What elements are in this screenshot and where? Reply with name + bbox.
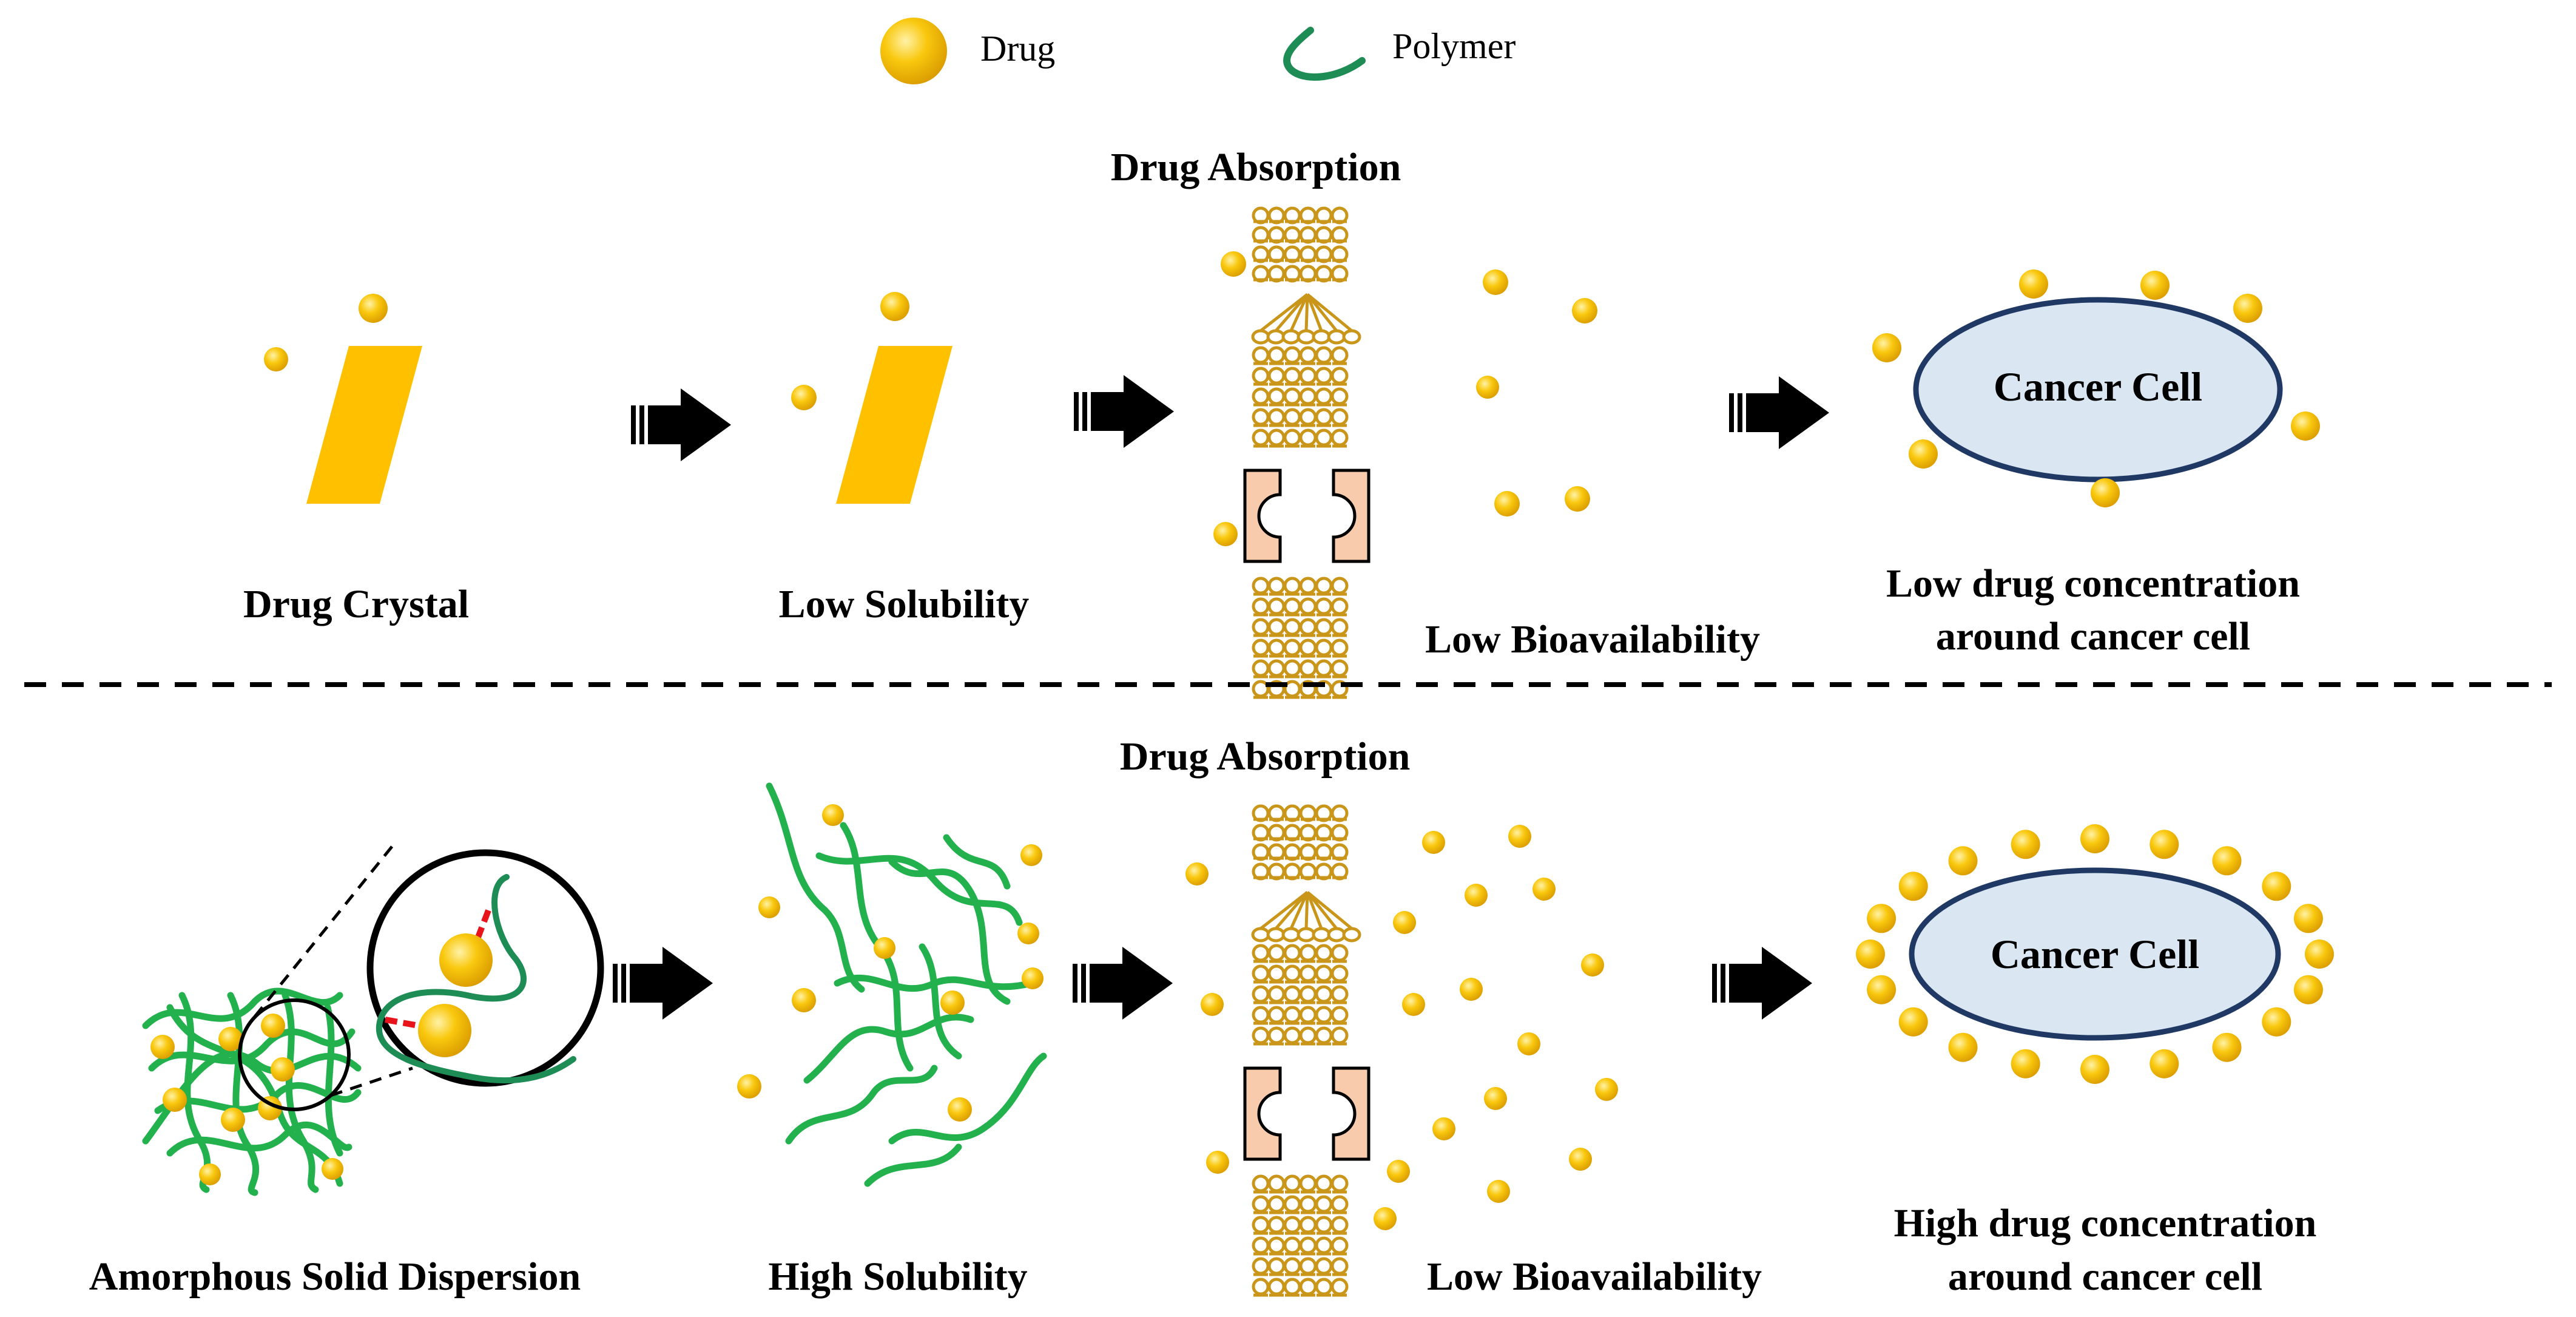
drug-particle-icon	[791, 385, 817, 410]
legend: Drug Polymer	[880, 18, 1516, 84]
absorbed-drugs	[1185, 825, 1618, 1230]
zoom-line	[330, 1066, 413, 1097]
legend-polymer-label: Polymer	[1392, 26, 1516, 66]
drug-particle-icon	[2262, 872, 2291, 901]
arrow-right-icon	[1073, 947, 1173, 1020]
cancer-cell-label: Cancer Cell	[1991, 931, 2199, 977]
arrow-right-icon	[1712, 947, 1812, 1020]
arrow-right-icon	[613, 947, 713, 1020]
drug-molecule-icon	[418, 1004, 471, 1057]
legend-drug-icon	[880, 18, 947, 84]
arrow-right-icon	[1074, 375, 1174, 448]
bottom-step4-line2: around cancer cell	[1948, 1254, 2262, 1299]
top-step2-label: Low Solubility	[779, 582, 1030, 626]
top-step4-line1: Low drug concentration	[1886, 561, 2300, 606]
cell-membrane	[1243, 206, 1371, 699]
dispersed-polymers	[766, 782, 1047, 1187]
hydrogen-bond	[471, 909, 491, 948]
dissolved-drugs	[1213, 251, 1597, 546]
zoom-line	[254, 842, 396, 1018]
drug-particle-icon	[2149, 1049, 2179, 1078]
cancer-cell	[1909, 867, 2281, 1041]
drug-particle-icon	[264, 347, 288, 371]
legend-drug-label: Drug	[980, 29, 1055, 69]
drug-particle-icon	[880, 292, 909, 321]
drug-particle-icon	[1948, 1032, 1978, 1062]
drug-particle-icon	[2293, 904, 2323, 933]
legend-polymer-icon	[1283, 27, 1366, 81]
drug-particle-icon	[1867, 975, 1897, 1004]
drug-particle-icon	[1867, 904, 1897, 933]
hydrogen-bond	[385, 1017, 419, 1029]
top-absorption-title: Drug Absorption	[1111, 145, 1401, 189]
zoom-lens-small	[238, 998, 351, 1111]
drug-particle-icon	[1856, 940, 1885, 969]
drug-particle-icon	[2149, 830, 2179, 859]
cluster-drugs	[150, 1014, 343, 1185]
top-step1-label: Drug Crystal	[243, 582, 469, 626]
bottom-step1-label: Amorphous Solid Dispersion	[89, 1254, 581, 1299]
drug-particle-icon	[2080, 824, 2109, 853]
bottom-step3-label: Low Bioavailability	[1427, 1254, 1762, 1299]
cancer-cell-label: Cancer Cell	[1994, 364, 2202, 410]
drug-particle-icon	[2305, 940, 2334, 969]
cell-drugs	[1872, 269, 2320, 507]
top-step4-line2: around cancer cell	[1936, 614, 2250, 658]
bottom-step2-label: High Solubility	[768, 1254, 1027, 1299]
bottom-absorption-title: Drug Absorption	[1120, 734, 1411, 779]
drug-particle-icon	[2212, 846, 2242, 876]
drug-particle-icon	[2080, 1055, 2109, 1084]
drug-particle-icon	[2011, 1049, 2040, 1078]
cancer-cell	[1913, 297, 2283, 482]
drug-particle-icon	[1898, 872, 1928, 901]
arrow-right-icon	[631, 388, 731, 461]
zoom-polymer	[376, 874, 576, 1084]
drug-crystal-icon	[306, 346, 422, 504]
cell-drugs	[1856, 824, 2334, 1084]
bottom-row: Drug Absorption	[89, 734, 2334, 1299]
drug-particle-icon	[2262, 1007, 2291, 1037]
drug-molecule-icon	[439, 933, 493, 987]
drug-particle-icon	[1898, 1007, 1928, 1037]
dispersed-drugs	[737, 804, 1044, 1122]
top-step3-label: Low Bioavailability	[1425, 617, 1760, 662]
drug-particle-icon	[359, 294, 388, 323]
drug-particle-icon	[2293, 975, 2323, 1004]
drug-crystal-icon	[836, 346, 953, 504]
arrow-right-icon	[1729, 376, 1829, 449]
drug-particle-icon	[2212, 1032, 2242, 1062]
drug-particle-icon	[1948, 846, 1978, 876]
cell-membrane	[1243, 804, 1371, 1297]
bottom-step4-line1: High drug concentration	[1894, 1201, 2317, 1245]
drug-particle-icon	[2011, 830, 2040, 859]
top-row: Drug Absorption	[243, 145, 2320, 699]
